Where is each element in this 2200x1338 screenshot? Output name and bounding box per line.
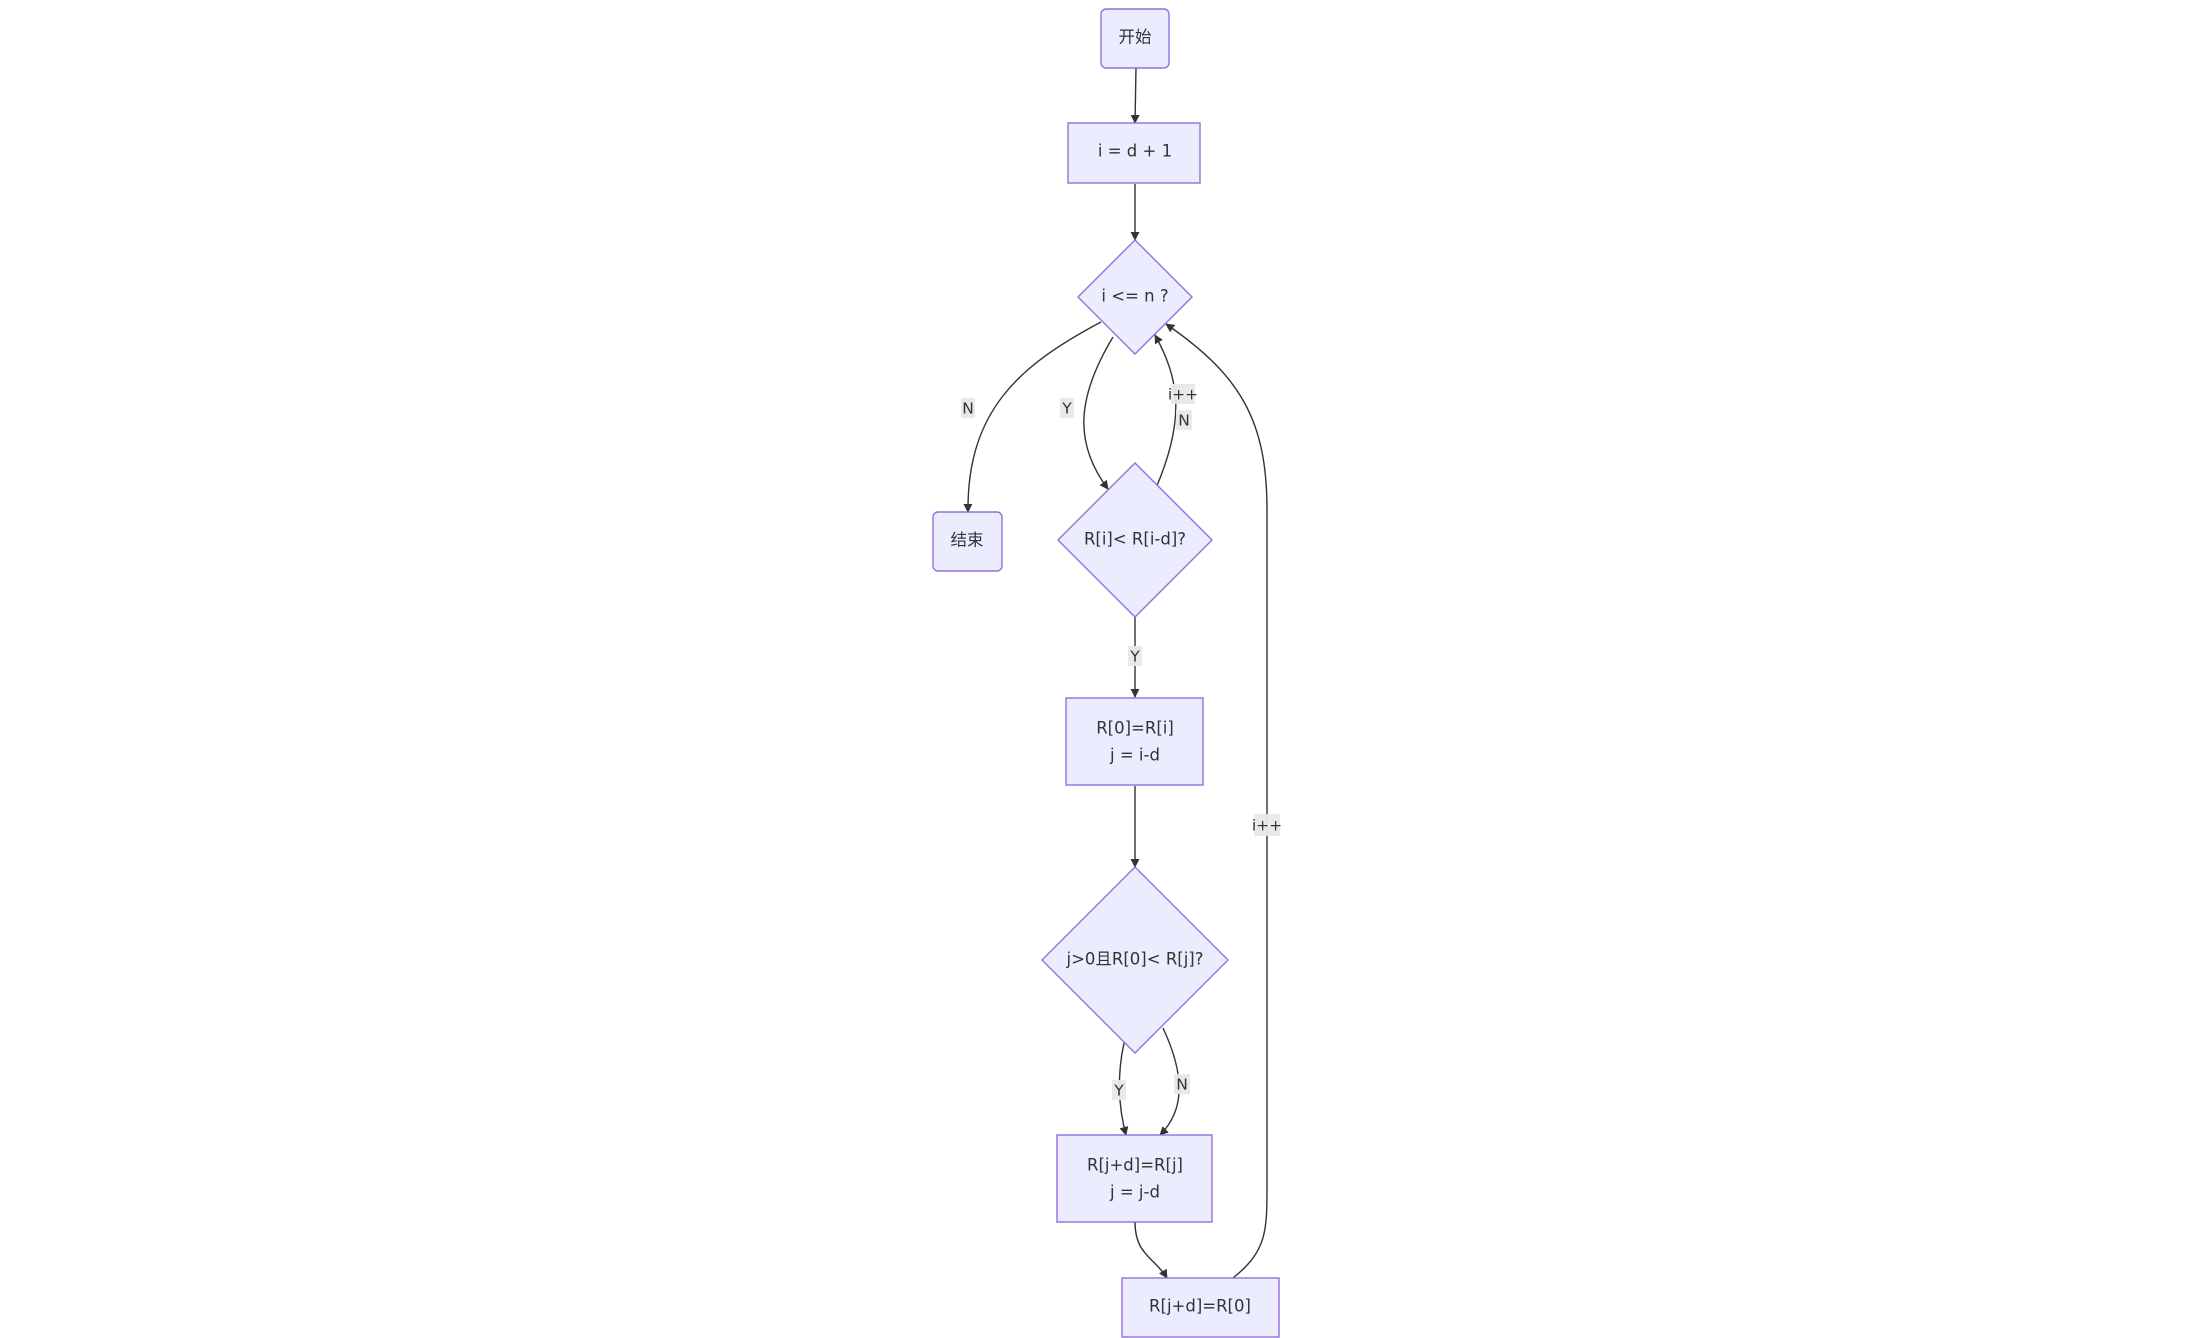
svg-text:i++: i++: [1168, 386, 1198, 404]
edge-label-cond-r-back-incr: i++: [1168, 384, 1198, 404]
edge-label-cond-j-shift-yes: Y: [1112, 1080, 1126, 1100]
edge-label-cond-r-back-no: N: [1176, 410, 1192, 430]
edge-label-cond-j-shift-no: N: [1174, 1074, 1190, 1094]
svg-text:N: N: [1178, 412, 1190, 430]
edge-start-to-init: [1130, 67, 1140, 124]
svg-text:Y: Y: [1113, 1082, 1124, 1100]
edge-cond-i-to-end: [963, 321, 1102, 513]
edge-label-cond-i-end: N: [961, 398, 975, 418]
nodes: 开始 i = d + 1 i <= n ? 结束 R[i]< R[i-d]? R…: [932, 8, 1280, 1338]
node-init-label: i = d + 1: [1098, 142, 1172, 161]
node-start[interactable]: 开始: [1100, 8, 1170, 69]
node-cond-i-label: i <= n ?: [1101, 287, 1168, 306]
svg-text:Y: Y: [1129, 648, 1140, 666]
node-end[interactable]: 结束: [932, 511, 1003, 572]
edge-label-cond-r-assign: Y: [1128, 646, 1142, 666]
node-place-label: R[j+d]=R[0]: [1149, 1297, 1251, 1316]
node-place[interactable]: R[j+d]=R[0]: [1121, 1277, 1280, 1338]
edge-label-place-back: i++: [1252, 814, 1282, 836]
svg-text:N: N: [962, 400, 974, 418]
svg-text:Y: Y: [1061, 400, 1072, 418]
node-cond-j-label: j>0且R[0]< R[j]?: [1066, 950, 1204, 969]
node-shift-line1: R[j+d]=R[j]: [1087, 1156, 1183, 1175]
edge-label-cond-i-cond-r: Y: [1060, 398, 1074, 418]
edge-cond-i-to-cond-r: [1083, 336, 1114, 490]
node-shift-line2: j = j-d: [1109, 1183, 1160, 1202]
node-end-label: 结束: [951, 531, 984, 550]
node-start-label: 开始: [1119, 28, 1152, 47]
edge-labels: N Y i++ N Y i++ Y N: [961, 384, 1282, 1100]
svg-text:i++: i++: [1252, 817, 1282, 835]
svg-text:N: N: [1176, 1076, 1188, 1094]
node-assign-line1: R[0]=R[i]: [1096, 719, 1174, 738]
node-cond-i[interactable]: i <= n ?: [1077, 239, 1193, 355]
node-cond-r-label: R[i]< R[i-d]?: [1084, 530, 1186, 549]
node-shift[interactable]: R[j+d]=R[j] j = j-d: [1056, 1134, 1213, 1223]
edge-shift-to-place: [1134, 1221, 1168, 1279]
node-cond-j[interactable]: j>0且R[0]< R[j]?: [1041, 866, 1229, 1054]
edge-cond-r-back-to-cond-i: [1154, 334, 1177, 489]
node-assign-line2: j = i-d: [1109, 746, 1160, 765]
node-init[interactable]: i = d + 1: [1067, 122, 1201, 184]
node-assign[interactable]: R[0]=R[i] j = i-d: [1065, 697, 1204, 786]
edge-place-back-to-cond-i: [1165, 323, 1268, 1279]
node-cond-r[interactable]: R[i]< R[i-d]?: [1057, 462, 1213, 618]
